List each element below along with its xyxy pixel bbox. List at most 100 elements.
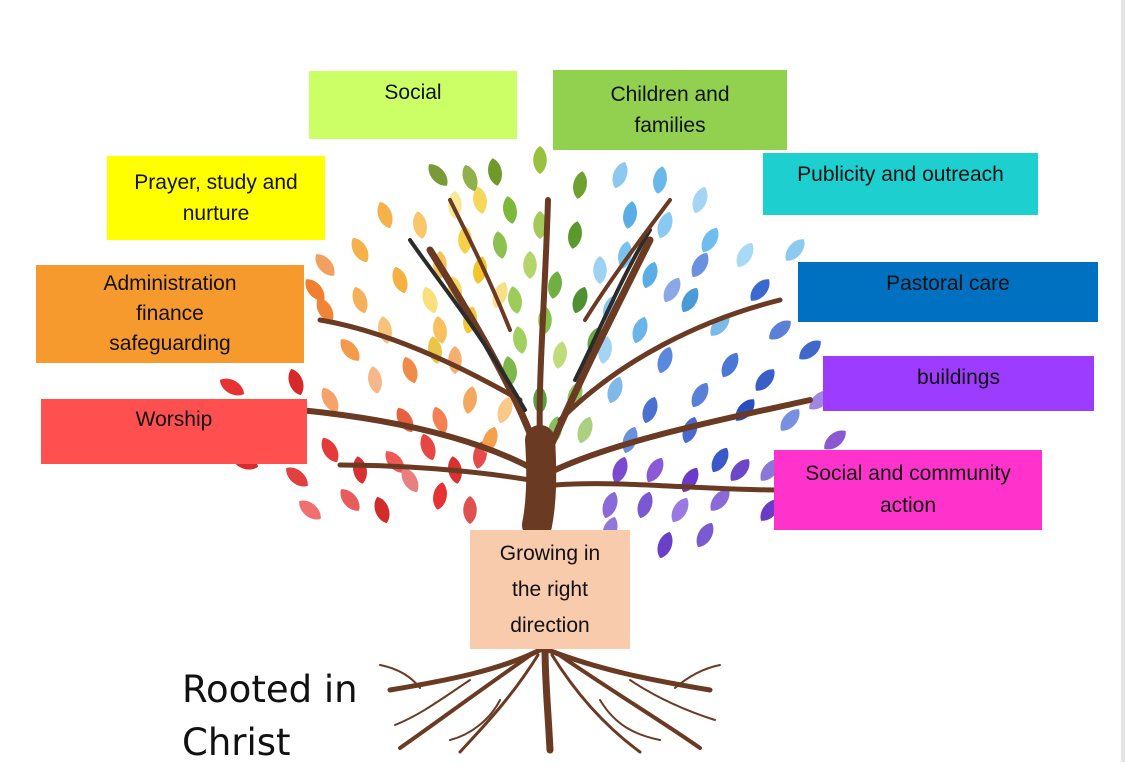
branch-left-mid (317, 317, 523, 403)
branch-main-right (541, 236, 654, 464)
leaf-shape (368, 366, 382, 394)
leaf-shape (316, 297, 334, 323)
leaf-shape (286, 467, 308, 487)
leaf-shape (340, 489, 360, 511)
box-community-line: action (879, 494, 937, 517)
leaf-shape (533, 146, 547, 174)
leaf-shape (413, 211, 427, 239)
leaf-shape (769, 320, 791, 340)
leaf-shape (315, 254, 335, 276)
leaf-shape (401, 467, 419, 493)
leaf-shape (691, 382, 709, 408)
box-publicity-outreach: Publicity and outreach (763, 153, 1038, 215)
leaf-shape (730, 459, 750, 481)
leaf-shape (623, 201, 637, 229)
leaf-shape (572, 286, 588, 314)
box-growing-line: Growing in (499, 541, 601, 565)
leaf-shape (392, 266, 408, 294)
leaf-shape (799, 340, 821, 360)
leaf-shape (305, 279, 325, 301)
box-administration: Administration finance safeguarding (36, 265, 304, 363)
leaf-shape (503, 196, 517, 224)
leaf-shape (420, 433, 436, 461)
leaf-shape (428, 164, 448, 186)
leaf-shape (642, 396, 658, 424)
leaf-shape (632, 316, 648, 344)
box-publicity-text: Publicity and outreach (797, 159, 1004, 190)
leaf-shape (721, 352, 739, 378)
branch-right-bottom (552, 481, 783, 493)
box-administration-line: finance (136, 302, 204, 325)
leaf-shape (657, 211, 673, 239)
leaf-shape (653, 166, 667, 194)
leaf-shape (432, 406, 448, 434)
leaf-shape (321, 387, 339, 413)
caption-line: Rooted in (182, 668, 358, 711)
branch-left-bottom (337, 462, 533, 483)
leaf-shape (710, 489, 730, 511)
leaf-shape (824, 430, 846, 450)
box-worship: Worship (41, 399, 307, 464)
leaf-shape (755, 369, 775, 391)
leaf-shape (696, 522, 714, 548)
leaf-shape (533, 211, 547, 239)
leaf-shape (691, 252, 709, 278)
branch-upper-left (448, 198, 512, 332)
leaf-shape (701, 227, 719, 253)
leaf-shape (523, 251, 537, 279)
box-administration-text: Administration finance safeguarding (103, 269, 236, 359)
leaf-shape (602, 491, 618, 519)
box-social-text: Social (384, 77, 441, 108)
box-buildings-text: buildings (917, 362, 1000, 393)
leaf-shape (618, 241, 632, 269)
leaf-shape (433, 482, 447, 510)
branches (297, 197, 813, 540)
leaf-shape (463, 386, 477, 414)
box-pastoral-text: Pastoral care (886, 268, 1010, 299)
leaf-shape (396, 407, 414, 433)
box-children-families: Children and families (553, 70, 787, 150)
leaf-shape (473, 186, 487, 214)
leaf-shape (351, 237, 369, 263)
box-social-community-action: Social and community action (774, 450, 1042, 530)
box-buildings-line: buildings (917, 366, 1000, 389)
leaf-shape (553, 341, 567, 369)
leaf-shape (612, 456, 628, 484)
leaf-shape (577, 416, 593, 444)
box-children-families-line: families (634, 114, 706, 137)
box-growing-right-direction: Growing in the right direction (470, 530, 630, 649)
box-growing-text: Growing in the right direction (500, 536, 600, 644)
branch-left-low (297, 407, 538, 473)
leaf-shape (593, 256, 607, 284)
leaf-shape (663, 277, 681, 303)
leaf-shape (352, 286, 368, 314)
box-worship-line: Worship (135, 408, 213, 431)
box-pastoral-care: Pastoral care (798, 262, 1098, 322)
leaf-shape (671, 497, 689, 523)
leaf-shape (377, 201, 393, 229)
box-community-text: Social and community action (805, 458, 1010, 522)
box-prayer-line: Prayer, study and (134, 171, 298, 194)
caption-line: Christ (182, 721, 291, 764)
box-children-families-text: Children and families (610, 79, 729, 141)
box-pastoral-line: Pastoral care (886, 272, 1010, 295)
leaf-shape (646, 457, 664, 483)
leaf-shape (548, 271, 562, 299)
leaf-shape (780, 409, 800, 431)
box-prayer-text: Prayer, study and nurture (134, 167, 297, 229)
box-prayer-study-nurture: Prayer, study and nurture (107, 156, 325, 240)
leaf-shape (402, 356, 418, 384)
box-children-families-line: Children and (610, 83, 730, 106)
leaf-shape (657, 531, 673, 559)
branch-left-dark (408, 238, 527, 412)
leaf-shape (219, 378, 245, 396)
leaf-shape (321, 437, 339, 463)
rooted-in-christ-caption: Rooted in Christ (182, 663, 358, 769)
leaf-shape (750, 279, 770, 301)
leaves (219, 146, 846, 559)
leaf-shape (473, 256, 487, 284)
trunk (522, 425, 557, 540)
leaf-shape (736, 242, 754, 268)
leaf-shape (657, 346, 673, 374)
leaf-shape (288, 368, 304, 396)
